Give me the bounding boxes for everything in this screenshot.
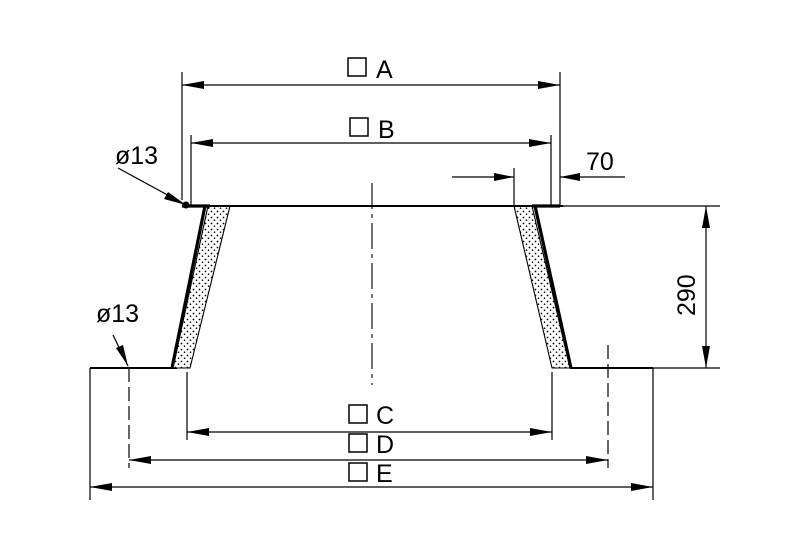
base-flange (89, 367, 654, 500)
extension-lines (181, 72, 720, 440)
dim-height-value: 290 (673, 274, 701, 316)
dim-c: C (187, 402, 552, 436)
hole-base-callout: ø13 (96, 300, 139, 367)
dim-a-label: A (376, 56, 393, 84)
dim-d: D (129, 431, 608, 464)
dim-top-offset: 70 (452, 148, 625, 181)
hole-top-value: ø13 (115, 142, 158, 170)
hole-top-callout: ø13 (115, 142, 187, 206)
dim-top-offset-value: 70 (586, 148, 614, 176)
dim-c-label: C (376, 402, 394, 430)
dim-height: 290 (673, 206, 710, 368)
dim-e-label: E (376, 460, 393, 488)
dim-b: B (191, 116, 551, 147)
dim-a: A (182, 56, 560, 89)
dim-e: E (90, 460, 653, 491)
hole-base-value: ø13 (96, 300, 139, 328)
cone-body (170, 201, 573, 369)
dim-d-label: D (376, 431, 394, 459)
dim-b-label: B (378, 116, 395, 144)
